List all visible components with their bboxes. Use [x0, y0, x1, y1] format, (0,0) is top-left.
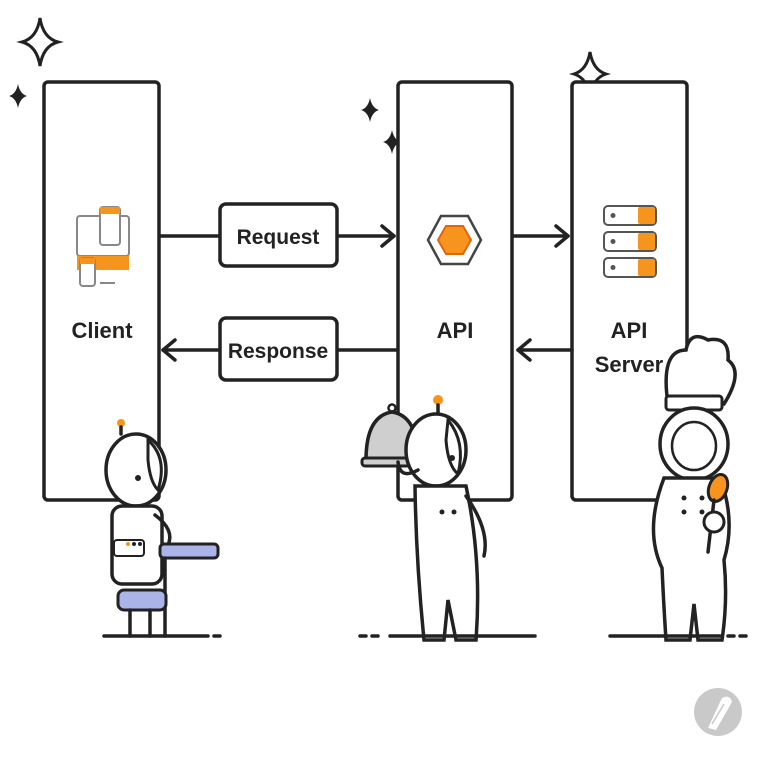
- server-label-line1: API: [611, 318, 648, 343]
- pen-nib-icon: [694, 688, 742, 736]
- server-stack-icon: [603, 205, 657, 278]
- server-to-api-arrow: [516, 338, 574, 362]
- response-arrow: Response: [161, 316, 399, 382]
- api-label: API: [437, 318, 474, 343]
- client-node: Client: [42, 80, 161, 502]
- client-label: Client: [71, 318, 133, 343]
- server-label-line2: Server: [595, 352, 664, 377]
- waiter-astronaut-illustration: [358, 395, 537, 642]
- api-to-server-arrow: [512, 224, 570, 248]
- hexagon-api-icon: [426, 214, 483, 266]
- request-label: Request: [237, 226, 320, 249]
- devices-icon: [76, 206, 130, 287]
- chef-astronaut-illustration: [608, 334, 748, 642]
- response-label: Response: [228, 340, 328, 363]
- request-arrow: Request: [158, 202, 396, 268]
- server-node: API Server: [570, 80, 689, 502]
- api-node: API: [396, 80, 514, 502]
- client-astronaut-illustration: [102, 419, 222, 638]
